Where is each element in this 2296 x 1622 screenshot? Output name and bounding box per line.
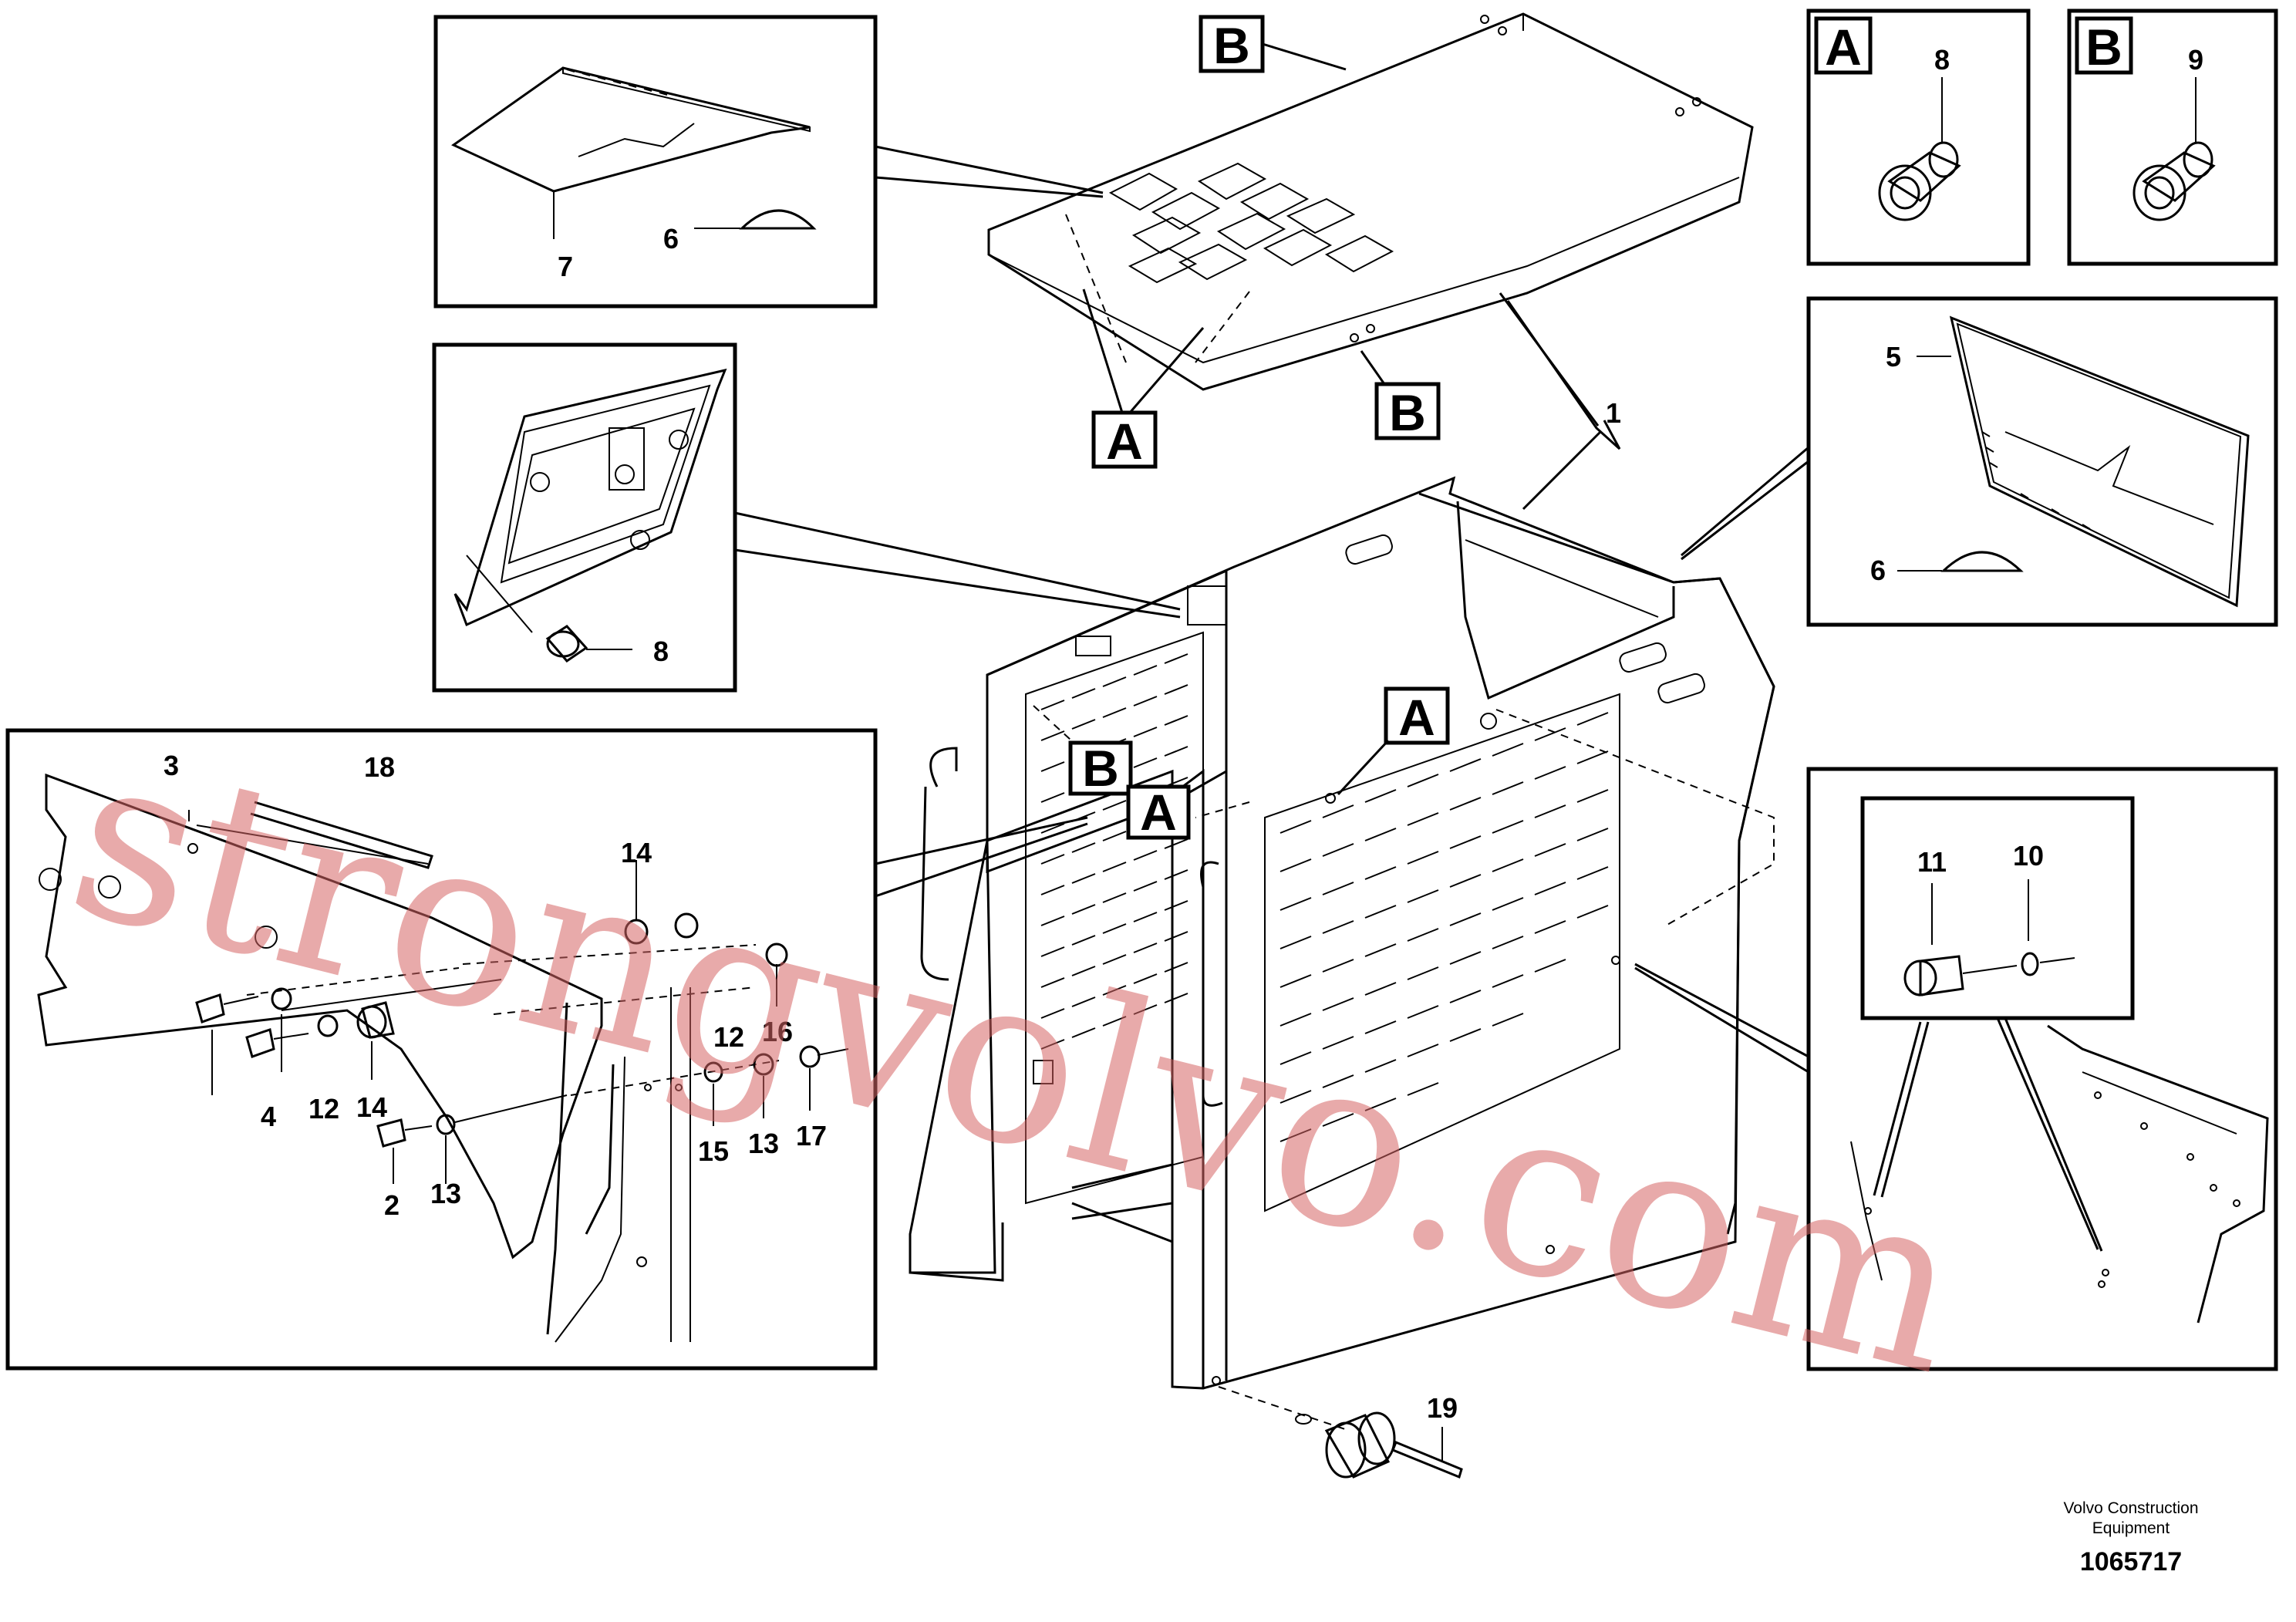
boxed-label-B-roof-side: B bbox=[1360, 350, 1441, 441]
inset-pin-detail: 11 10 bbox=[1806, 767, 2278, 1371]
callout-12-lower: 12 bbox=[308, 1093, 339, 1125]
inset-decal-roof: 7 6 bbox=[433, 15, 878, 309]
roof-panel bbox=[987, 12, 1754, 391]
callout-13-right: 13 bbox=[748, 1128, 779, 1159]
callout-14-upper: 14 bbox=[621, 837, 652, 868]
callout-5: 5 bbox=[1886, 341, 1901, 373]
callout-12-upper: 12 bbox=[713, 1021, 744, 1053]
cab-assembly bbox=[909, 12, 1775, 1479]
inset-decal-side: 5 6 bbox=[1806, 296, 2278, 627]
callout-17: 17 bbox=[796, 1120, 827, 1152]
callout-6-roof: 6 bbox=[663, 223, 679, 255]
document-number: 1065717 bbox=[2080, 1547, 2182, 1576]
boxed-label-A-roof: A bbox=[1082, 288, 1205, 470]
boxed-label-A-cab-left: A bbox=[1126, 784, 1191, 841]
boxed-label-B-cab-left: B bbox=[1068, 740, 1133, 797]
credit-line-2: Equipment bbox=[2092, 1519, 2170, 1537]
callout-8-A: 8 bbox=[1934, 44, 1950, 76]
callout-9: 9 bbox=[2188, 44, 2203, 76]
boxed-label-B-inset: B bbox=[2085, 19, 2122, 76]
callout-19: 19 bbox=[1427, 1392, 1458, 1424]
svg-text:A: A bbox=[1398, 689, 1435, 746]
callout-15: 15 bbox=[698, 1135, 729, 1167]
callout-16: 16 bbox=[762, 1016, 793, 1047]
bumper-part-19 bbox=[1218, 1386, 1463, 1479]
callout-4: 4 bbox=[261, 1101, 276, 1132]
inset-side-panel-fasteners: 3 18 14 12 16 4 12 14 2 13 15 13 17 bbox=[5, 728, 878, 1371]
right-screen-mesh bbox=[1264, 693, 1620, 1212]
callout-18: 18 bbox=[364, 751, 395, 783]
inset-detail-B: B 9 bbox=[2067, 8, 2278, 266]
boxed-label-B-roof-top: B bbox=[1199, 15, 1347, 74]
inset-bracket: 8 bbox=[432, 342, 737, 693]
svg-text:B: B bbox=[1389, 384, 1426, 441]
svg-text:A: A bbox=[1106, 413, 1143, 470]
svg-text:A: A bbox=[1140, 784, 1177, 841]
callout-8-bracket: 8 bbox=[653, 636, 669, 667]
cab-frame bbox=[909, 476, 1775, 1390]
svg-text:B: B bbox=[1213, 17, 1250, 74]
boxed-label-A-inset: A bbox=[1825, 19, 1862, 76]
callout-2: 2 bbox=[384, 1189, 400, 1221]
callout-3: 3 bbox=[164, 750, 179, 781]
boxed-label-A-cab-right: A bbox=[1337, 686, 1450, 796]
callout-11: 11 bbox=[1917, 846, 1947, 878]
callout-6-side: 6 bbox=[1870, 555, 1886, 586]
callout-13-left: 13 bbox=[430, 1178, 461, 1209]
callout-1: 1 bbox=[1606, 397, 1621, 429]
left-screen-mesh bbox=[1025, 631, 1204, 1205]
callout-10: 10 bbox=[2013, 840, 2044, 872]
svg-text:B: B bbox=[1082, 740, 1119, 797]
leader-1 bbox=[1506, 300, 1621, 450]
inset-detail-A: A 8 bbox=[1806, 8, 2031, 266]
credit-line-1: Volvo Construction bbox=[2063, 1499, 2198, 1517]
callout-14-lower: 14 bbox=[356, 1091, 387, 1123]
callout-7: 7 bbox=[558, 251, 573, 282]
